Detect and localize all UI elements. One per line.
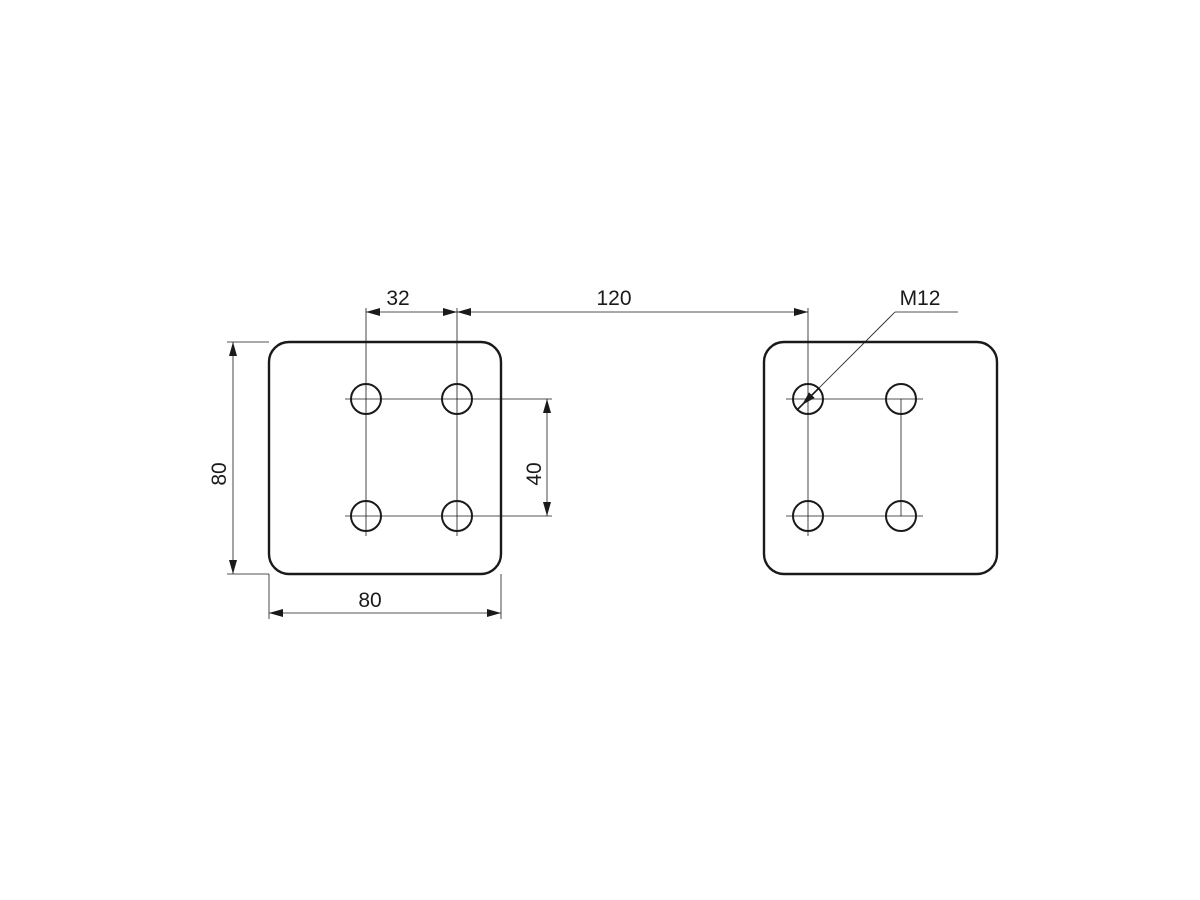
left-hole-top-left	[350, 383, 382, 415]
dimension-label-40: 40	[523, 462, 546, 485]
left-plate-outline	[267, 340, 503, 576]
right-hole-bottom-right	[885, 500, 917, 532]
right-plate	[762, 308, 999, 576]
left-hole-bottom-right	[441, 500, 473, 532]
dimension-label-80-horizontal: 80	[358, 589, 381, 612]
right-plate-outline	[762, 340, 999, 576]
left-hole-top-right	[441, 383, 473, 415]
dimension-hole-spacing-x: 32	[366, 287, 457, 316]
left-plate	[267, 308, 552, 576]
dimension-label-32: 32	[386, 287, 409, 310]
dimension-label-80-vertical: 80	[208, 462, 231, 485]
diameter-mark	[797, 387, 820, 410]
dimension-label-120: 120	[596, 287, 631, 310]
callout-label-m12: M12	[900, 287, 941, 310]
thread-callout: M12	[797, 287, 958, 410]
dimension-plate-distance: 120	[457, 287, 808, 316]
dimension-hole-spacing-y: 40	[523, 399, 551, 516]
left-hole-bottom-left	[350, 500, 382, 532]
right-hole-top-left	[792, 383, 824, 415]
right-hole-top-right	[885, 383, 917, 415]
dimension-plate-width: 80	[268, 574, 502, 619]
dimension-plate-height: 80	[208, 341, 269, 575]
right-hole-bottom-left	[792, 500, 824, 532]
